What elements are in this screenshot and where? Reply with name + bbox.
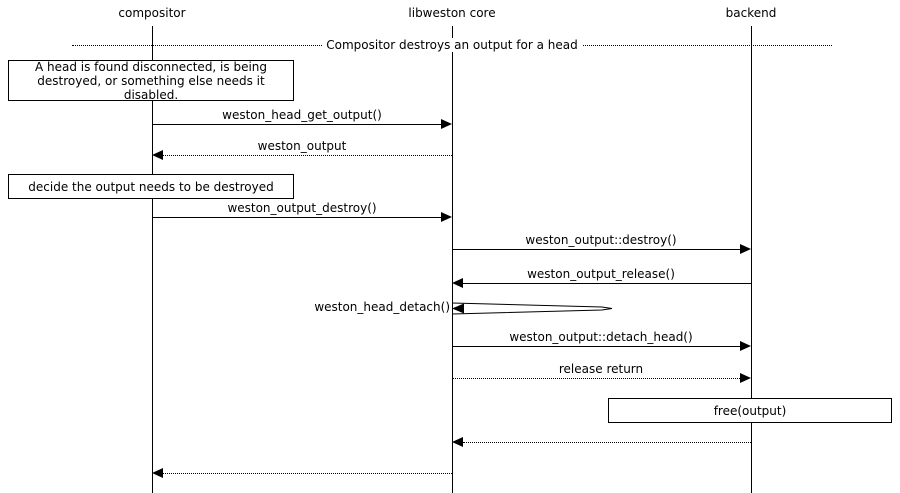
message-line-backend-return-to-core [463, 442, 751, 443]
message-label-release-return: release return [555, 362, 647, 376]
message-line-weston-output-vfunc-detach-head [452, 346, 740, 347]
message-label-weston-output-destroy: weston_output_destroy() [224, 201, 380, 215]
self-message-weston-head-detach [451, 296, 622, 324]
message-label-weston-output-release: weston_output_release() [524, 267, 678, 281]
arrowhead-weston-output-release [452, 278, 463, 288]
message-line-release-return [452, 378, 740, 379]
message-label-weston-output-vfunc-detach-head: weston_output::detach_head() [506, 330, 696, 344]
message-line-weston-output-return [163, 155, 452, 156]
actor-label-compositor: compositor [118, 6, 186, 20]
self-call-shape-icon [451, 302, 613, 315]
arrowhead-release-return [740, 373, 751, 383]
message-line-core-return-to-compositor [163, 473, 452, 474]
message-line-weston-output-destroy [152, 217, 441, 218]
arrowhead-core-return-to-compositor [152, 468, 163, 478]
lifeline-libweston-core [452, 26, 453, 493]
self-message-label-weston-head-detach: weston_head_detach() [314, 300, 450, 314]
arrowhead-weston-output-vfunc-destroy [740, 244, 751, 254]
frame-separator-label: Compositor destroys an output for a head [322, 38, 582, 52]
note-head-disconnected: A head is found disconnected, is being d… [8, 60, 294, 102]
arrowhead-weston-head-get-output [441, 119, 452, 129]
lifeline-compositor [152, 26, 153, 493]
arrowhead-weston-output-destroy [441, 212, 452, 222]
actor-label-libweston-core: libweston core [408, 6, 496, 20]
message-line-weston-head-get-output [152, 124, 441, 125]
arrowhead-weston-output-vfunc-detach-head [740, 341, 751, 351]
message-label-weston-head-get-output: weston_head_get_output() [219, 108, 385, 122]
message-line-weston-output-release [463, 283, 751, 284]
message-label-weston-output-vfunc-destroy: weston_output::destroy() [522, 233, 680, 247]
note-decide-destroy: decide the output needs to be destroyed [8, 174, 294, 199]
note-free-output: free(output) [608, 398, 892, 423]
arrowhead-weston-output-return [152, 150, 163, 160]
message-line-weston-output-vfunc-destroy [452, 249, 740, 250]
arrowhead-backend-return-to-core [452, 437, 463, 447]
message-label-weston-output-return: weston_output [254, 139, 350, 153]
actor-label-backend: backend [725, 6, 777, 20]
lifeline-backend [751, 26, 752, 493]
